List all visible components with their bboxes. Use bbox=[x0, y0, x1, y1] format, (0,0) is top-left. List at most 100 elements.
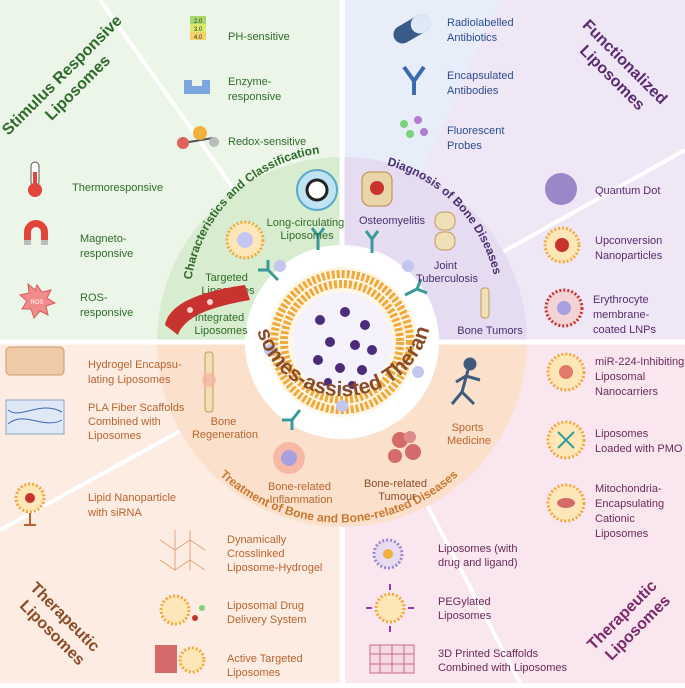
pmo-liposome-icon bbox=[546, 420, 586, 460]
tr-mir-1: miR-224-Inhibiting bbox=[595, 356, 684, 368]
lnp-sirna-icon bbox=[14, 482, 46, 526]
q3-items: Bone Regeneration Bone-related Inflammat… bbox=[192, 351, 491, 506]
func-radio-2: Antibiotics bbox=[447, 32, 498, 44]
func-upconv-2: Nanoparticles bbox=[595, 250, 663, 262]
q1-targeted-line1: Targeted bbox=[205, 272, 248, 284]
svg-text:Long-circulating Liposom: Long-circulating Liposomes bbox=[267, 217, 348, 242]
active-targeted-icon bbox=[155, 645, 206, 674]
svg-text:Radiolabelled Antibiotic: Radiolabelled Antibiotics bbox=[447, 17, 517, 44]
svg-text:PLA Fiber Scaffolds Comb: PLA Fiber Scaffolds Combined with Liposo… bbox=[88, 402, 187, 442]
q3-bone-line2: Regeneration bbox=[192, 429, 258, 441]
svg-text:Magneto- responsive: Magneto- responsive bbox=[80, 233, 133, 260]
q1-long-line2: Liposomes bbox=[280, 230, 334, 242]
tl-active-1: Active Targeted bbox=[227, 653, 303, 665]
tl-hydro-1: Hydrogel Encapsu- bbox=[88, 359, 182, 371]
tl-cross-1: Dynamically bbox=[227, 534, 287, 546]
tr-peg-1: PEGylated bbox=[438, 596, 491, 608]
tr-mito-4: Liposomes bbox=[595, 528, 649, 540]
tl-cross-2: Crosslinked bbox=[227, 548, 284, 560]
tr-drugl-1: Liposomes (with bbox=[438, 543, 517, 555]
q2-joint-line2: Tuberculosis bbox=[416, 273, 478, 285]
tl-lnp-2: with siRNA bbox=[87, 507, 142, 519]
q3-inflam-line2: Inflammation bbox=[270, 494, 333, 506]
svg-text:Fluorescent Probes: Fluorescent Probes bbox=[447, 125, 508, 152]
func-fluor-2: Probes bbox=[447, 140, 482, 152]
tr-peg-2: Liposomes bbox=[438, 610, 492, 622]
joint-icon bbox=[434, 211, 456, 251]
ros-label: ROS bbox=[30, 300, 43, 306]
q2-bone-tumors: Bone Tumors bbox=[457, 325, 523, 337]
quantum-dot-icon bbox=[545, 173, 577, 205]
tl-pla-2: Combined with bbox=[88, 416, 161, 428]
stim-ph: PH-sensitive bbox=[228, 31, 290, 43]
tr-mir-2: Liposomal bbox=[595, 371, 645, 383]
ros-burst-icon: ROS bbox=[18, 282, 57, 319]
mitochondria-liposome-icon bbox=[546, 483, 586, 523]
central-liposome bbox=[258, 227, 428, 430]
ph-scale-3: 4.0 bbox=[194, 35, 203, 41]
antibody-icon bbox=[402, 65, 426, 95]
tr-3d-2: Combined with Liposomes bbox=[438, 662, 568, 674]
stim-enzyme-2: responsive bbox=[228, 91, 281, 103]
svg-text:miR-224-Inhibiting Lipos: miR-224-Inhibiting Liposomal Nanocarrier… bbox=[595, 356, 685, 398]
erythrocyte-lnp-icon bbox=[544, 288, 584, 328]
svg-text:Enzyme- responsive: Enzyme- responsive bbox=[228, 76, 281, 103]
svg-text:Hydrogel Encapsu- lating: Hydrogel Encapsu- lating Liposomes bbox=[88, 359, 185, 386]
crosslinked-hydrogel-icon bbox=[159, 530, 206, 571]
func-radio-1: Radiolabelled bbox=[447, 17, 514, 29]
stim-magneto-1: Magneto- bbox=[80, 233, 127, 245]
stim-ros-1: ROS- bbox=[80, 292, 108, 304]
bone-regeneration-icon bbox=[202, 351, 216, 413]
tr-mito-1: Mitochondria- bbox=[595, 483, 662, 495]
svg-text:Liposomal Drug Delivery: Liposomal Drug Delivery System bbox=[227, 600, 307, 626]
tr-mito-2: Encapsulating bbox=[595, 498, 664, 510]
func-antibody-1: Encapsulated bbox=[447, 70, 514, 82]
tl-pla-1: PLA Fiber Scaffolds bbox=[88, 402, 185, 414]
pla-fiber-icon bbox=[5, 399, 65, 435]
svg-text:Integrated Liposomes: Integrated Liposomes bbox=[194, 312, 248, 337]
upconversion-icon bbox=[543, 226, 581, 264]
mir224-liposome-icon bbox=[546, 352, 586, 392]
enzyme-icon bbox=[184, 80, 210, 94]
inflammation-icon bbox=[273, 442, 305, 474]
svg-text:Active Targeted Liposome: Active Targeted Liposomes bbox=[227, 653, 306, 679]
svg-text:ROS- responsive: ROS- responsive bbox=[80, 292, 133, 319]
magnet-icon bbox=[24, 220, 48, 245]
q2-osteomyelitis: Osteomyelitis bbox=[359, 215, 426, 227]
tl-drug-1: Liposomal Drug bbox=[227, 600, 304, 612]
stim-enzyme-1: Enzyme- bbox=[228, 76, 272, 88]
q3-inflam-line1: Bone-related bbox=[268, 481, 331, 493]
pegylated-liposome-icon bbox=[366, 584, 414, 632]
bone-icon bbox=[480, 287, 490, 319]
tl-pla-3: Liposomes bbox=[88, 430, 142, 442]
q3-sports-line1: Sports bbox=[452, 422, 484, 434]
svg-text:Liposomes (with drug and: Liposomes (with drug and ligand) bbox=[438, 543, 521, 569]
thermometer-icon bbox=[28, 161, 42, 197]
tr-mir-3: Nanocarriers bbox=[595, 386, 658, 398]
q1-items: Long-circulating Liposomes Targeted Lipo… bbox=[165, 169, 348, 337]
runner-icon bbox=[450, 357, 481, 406]
ph-scale-2: 3.0 bbox=[194, 27, 203, 33]
hydrogel-icon bbox=[5, 346, 65, 376]
svg-text:Liposomes Loaded with PM: Liposomes Loaded with PMO bbox=[595, 428, 683, 455]
svg-text:Bone-related Tumour: Bone-related Tumour bbox=[364, 478, 430, 503]
stim-redox: Redox-sensitive bbox=[228, 136, 306, 148]
svg-text:3D Printed Scaffolds Com: 3D Printed Scaffolds Combined with Lipos… bbox=[438, 648, 568, 674]
svg-text:Dynamically Crosslinked: Dynamically Crosslinked Liposome-Hydroge… bbox=[227, 534, 322, 574]
tr-drugl-2: drug and ligand) bbox=[438, 557, 518, 569]
osteomyelitis-icon bbox=[361, 171, 393, 207]
tr-pmo-2: Loaded with PMO bbox=[595, 443, 683, 455]
tumour-icon bbox=[388, 431, 421, 463]
fluorescent-probe-icon bbox=[400, 116, 428, 138]
svg-text:Bone Regeneration: Bone Regeneration bbox=[192, 416, 258, 441]
drug-ligand-liposome-icon bbox=[372, 538, 404, 570]
tr-3d-1: 3D Printed Scaffolds bbox=[438, 648, 539, 660]
svg-text:Bone-related Inflammatio: Bone-related Inflammation bbox=[268, 481, 334, 506]
svg-text:Lipid Nanoparticle with: Lipid Nanoparticle with siRNA bbox=[87, 492, 179, 519]
capsule-icon bbox=[393, 14, 431, 44]
svg-text:Sports Medicine: Sports Medicine bbox=[447, 422, 491, 447]
q3-bone-line1: Bone bbox=[211, 416, 237, 428]
